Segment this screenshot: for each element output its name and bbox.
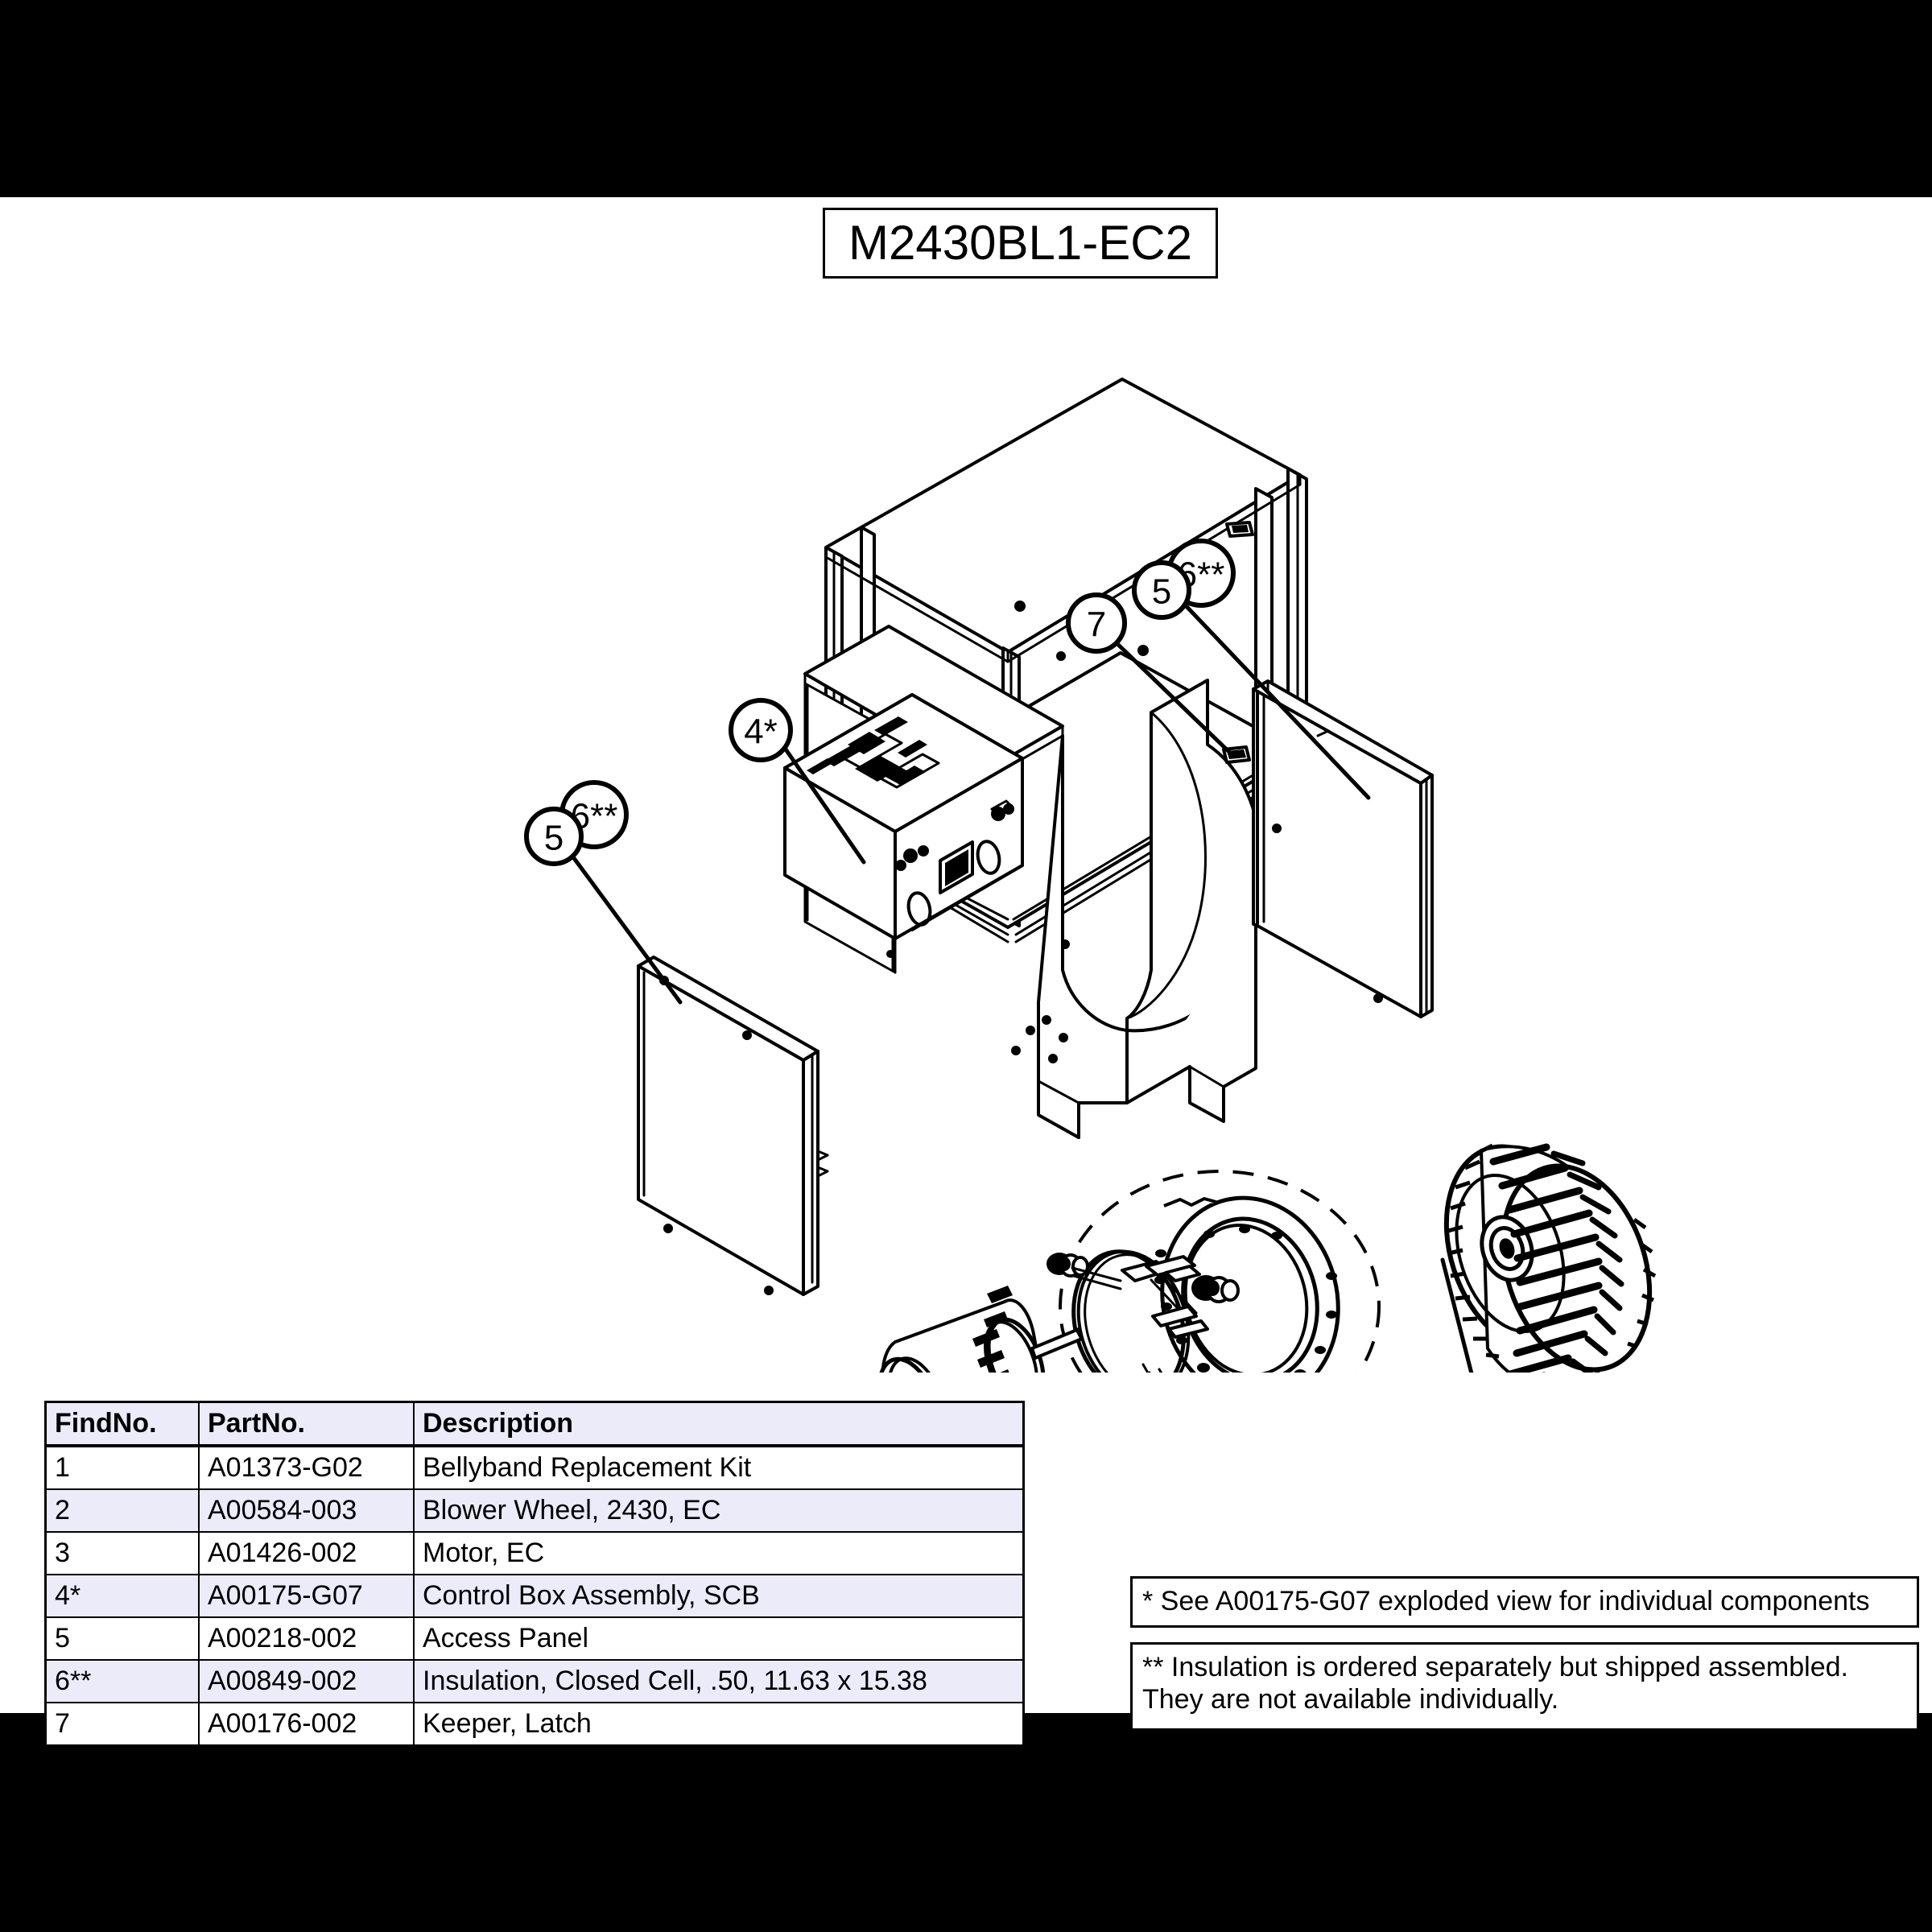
cell-part-no: A00849-002 — [198, 1659, 415, 1703]
cell-find-no: 4* — [44, 1574, 200, 1618]
access-panel-right — [1252, 679, 1434, 1018]
cell-part-no: A00218-002 — [198, 1616, 415, 1661]
cell-find-no: 7 — [44, 1702, 200, 1747]
table-row: 3 A01426-002 Motor, EC — [44, 1531, 1025, 1575]
svg-text:4*: 4* — [744, 712, 778, 752]
access-panel-left — [637, 956, 829, 1296]
table-row: 5 A00218-002 Access Panel — [44, 1616, 1025, 1661]
title-block: M2430BL1-EC2 — [823, 208, 1218, 279]
note-single-asterisk: * See A00175-G07 exploded view for indiv… — [1130, 1576, 1919, 1628]
svg-text:5: 5 — [544, 819, 564, 858]
note-double-asterisk: ** Insulation is ordered separately but … — [1130, 1642, 1919, 1731]
table-row: 2 A00584-003 Blower Wheel, 2430, EC — [44, 1488, 1025, 1533]
callout-balloons: 6** 5 7 4* 6** 5 2 1 3 — [524, 539, 1236, 866]
cell-description: Blower Wheel, 2430, EC — [413, 1488, 1025, 1533]
title-block-label: M2430BL1-EC2 — [848, 216, 1192, 270]
leader-lines — [569, 597, 1474, 1373]
parts-table: FindNo. PartNo. Description 1 A01373-G02… — [44, 1401, 1025, 1747]
svg-text:5: 5 — [1152, 572, 1171, 612]
cell-part-no: A01426-002 — [198, 1531, 415, 1575]
cell-description: Access Panel — [413, 1616, 1025, 1661]
cell-find-no: 5 — [44, 1616, 200, 1661]
note-double-asterisk-line2: They are not available individually. — [1142, 1684, 1559, 1715]
cell-find-no: 1 — [44, 1445, 200, 1490]
cell-find-no: 3 — [44, 1531, 200, 1575]
cell-part-no: A00176-002 — [198, 1702, 415, 1747]
bellyband-kit — [1046, 1170, 1381, 1373]
table-header-row: FindNo. PartNo. Description — [44, 1401, 1025, 1447]
svg-text:7: 7 — [1087, 605, 1106, 645]
cell-find-no: 6** — [44, 1659, 200, 1703]
exploded-view-drawing: .ln{fill:none;stroke:#000;stroke-width:4… — [0, 197, 1932, 1373]
table-row: 4* A00175-G07 Control Box Assembly, SCB — [44, 1574, 1025, 1618]
cell-find-no: 2 — [44, 1488, 200, 1533]
note-single-asterisk-text: * See A00175-G07 exploded view for indiv… — [1142, 1586, 1870, 1616]
motor — [877, 1286, 1084, 1373]
column-header-description: Description — [413, 1401, 1025, 1447]
table-row: 6** A00849-002 Insulation, Closed Cell, … — [44, 1659, 1025, 1703]
cell-description: Bellyband Replacement Kit — [413, 1445, 1025, 1490]
cell-description: Control Box Assembly, SCB — [413, 1574, 1025, 1618]
cell-description: Motor, EC — [413, 1531, 1025, 1575]
cell-description: Insulation, Closed Cell, .50, 11.63 x 15… — [413, 1659, 1025, 1703]
callout-5-left: 5 — [524, 807, 584, 866]
blower-scroll-housing — [1011, 679, 1264, 1139]
table-row: 7 A00176-002 Keeper, Latch — [44, 1702, 1025, 1747]
blower-wheel — [1443, 1143, 1657, 1373]
cell-part-no: A01373-G02 — [198, 1445, 415, 1490]
cell-part-no: A00175-G07 — [198, 1574, 415, 1618]
cell-part-no: A00584-003 — [198, 1488, 415, 1533]
note-double-asterisk-line1: ** Insulation is ordered separately but … — [1142, 1652, 1848, 1682]
table-row: 1 A01373-G02 Bellyband Replacement Kit — [44, 1445, 1025, 1490]
column-header-find-no: FindNo. — [44, 1401, 200, 1447]
callout-5-right: 5 — [1132, 560, 1191, 620]
control-box-assembly — [783, 693, 1024, 940]
column-header-part-no: PartNo. — [198, 1401, 415, 1447]
callout-7: 7 — [1066, 592, 1127, 654]
callout-4-star: 4* — [729, 698, 793, 762]
cell-description: Keeper, Latch — [413, 1702, 1025, 1747]
